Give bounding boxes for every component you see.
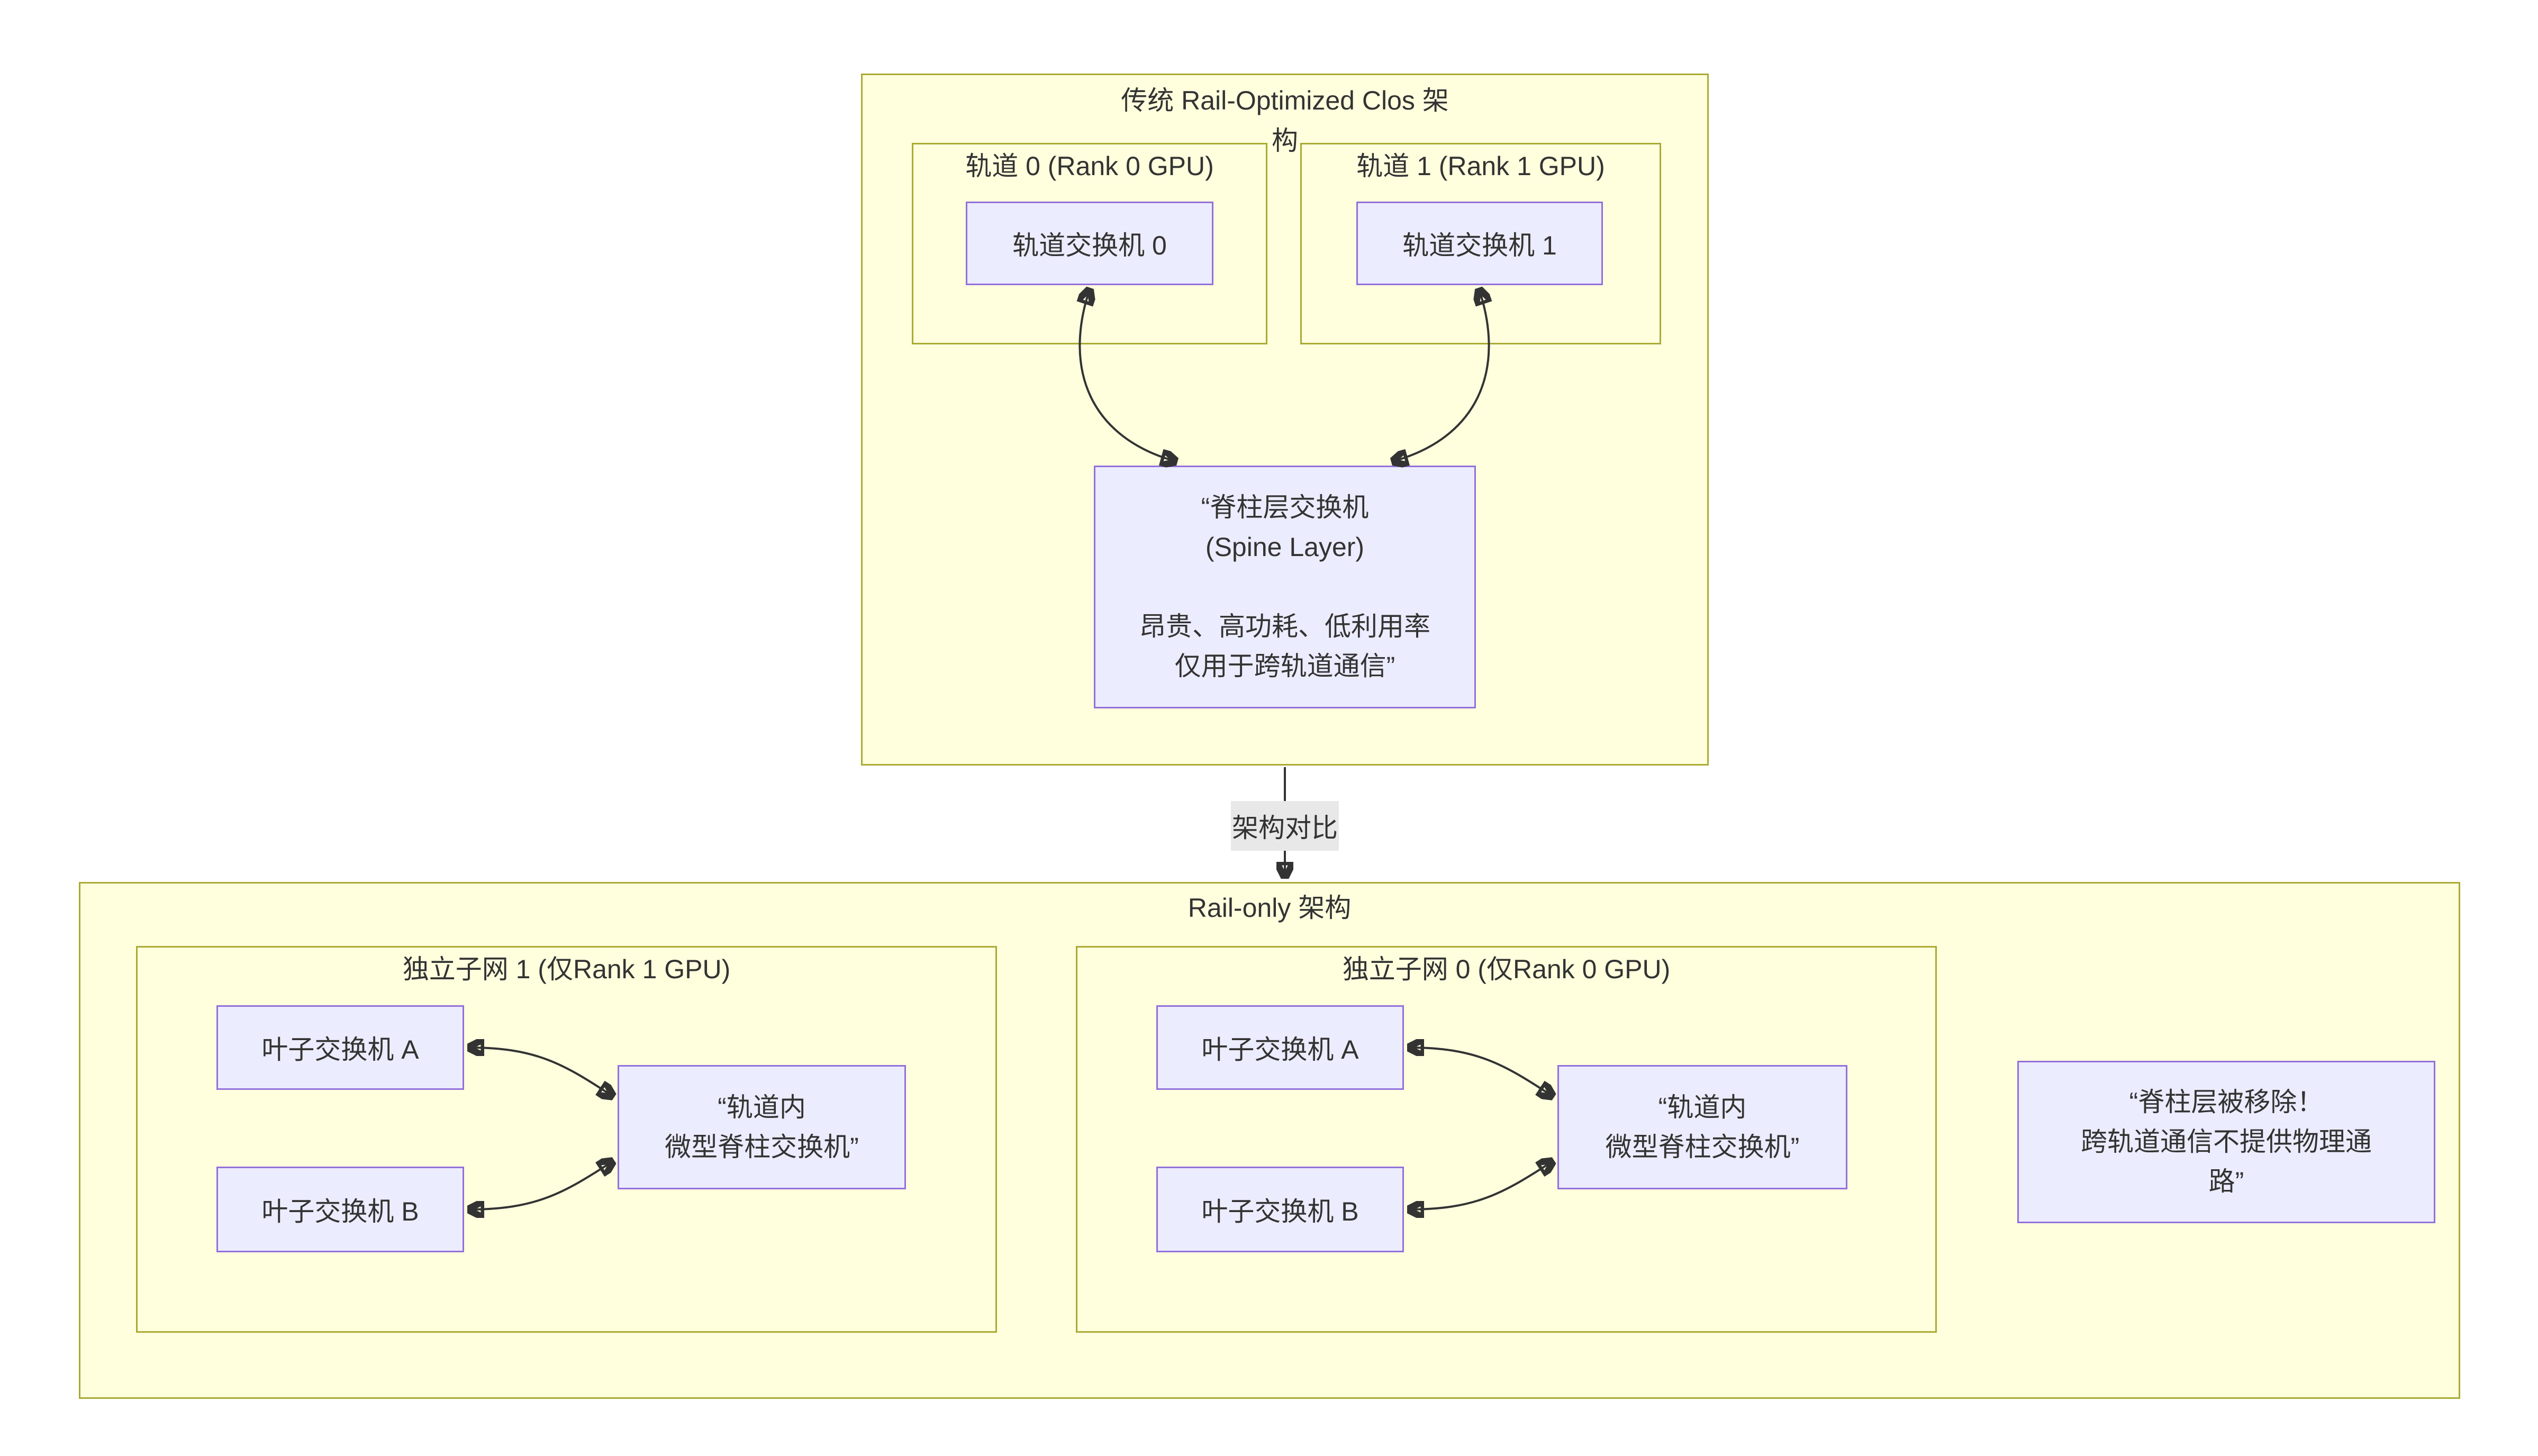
edge-subnet0-leafb-minispine [1409, 1161, 1553, 1209]
edge-subnet0-leafa-minispine [1409, 1048, 1553, 1096]
node-spine-layer: “脊柱层交换机 (Spine Layer) 昂贵、高功耗、低利用率 仅用于跨轨道… [1094, 466, 1476, 708]
node-rail-switch-1: 轨道交换机 1 [1356, 202, 1603, 285]
node-subnet0-leaf-b: 叶子交换机 B [1156, 1167, 1404, 1252]
node-subnet1-mini-spine: “轨道内 微型脊柱交换机” [618, 1065, 906, 1189]
cluster-subnet1-title: 独立子网 1 (仅Rank 1 GPU) [402, 954, 731, 984]
node-subnet1-leaf-a: 叶子交换机 A [216, 1005, 464, 1090]
edge-subnet1-leafb-minispine [469, 1161, 613, 1209]
edge-switch1-spine [1393, 289, 1489, 461]
node-spine-removed-note: “脊柱层被移除！ 跨轨道通信不提供物理通 路” [2017, 1061, 2435, 1223]
edge-subnet1-leafa-minispine [469, 1048, 613, 1096]
node-subnet0-leaf-a: 叶子交换机 A [1156, 1005, 1404, 1090]
cluster-rail1-title: 轨道 1 (Rank 1 GPU) [1356, 151, 1605, 181]
cluster-traditional-clos-title: 传统 Rail-Optimized Clos 架 构 [861, 80, 1709, 161]
node-subnet0-mini-spine: “轨道内 微型脊柱交换机” [1557, 1065, 1847, 1189]
node-rail-switch-0-label: 轨道交换机 0 [1012, 231, 1167, 260]
cluster-subnet0-title: 独立子网 0 (仅Rank 0 GPU) [1342, 954, 1671, 984]
edge-label-comparison: 架构对比 [1231, 801, 1339, 851]
edge-switch0-spine [1080, 289, 1176, 461]
cluster-traditional-clos-title-line1: 传统 Rail-Optimized Clos 架 [1121, 86, 1449, 115]
node-rail-switch-1-label: 轨道交换机 1 [1402, 231, 1557, 260]
cluster-rail0-title: 轨道 0 (Rank 0 GPU) [965, 151, 1214, 181]
node-subnet1-leaf-b: 叶子交换机 B [216, 1167, 464, 1252]
cluster-traditional-clos-title-line2: 构 [1272, 126, 1298, 156]
node-rail-switch-0: 轨道交换机 0 [966, 202, 1213, 285]
cluster-rail-only-title: Rail-only 架构 [1188, 893, 1352, 923]
